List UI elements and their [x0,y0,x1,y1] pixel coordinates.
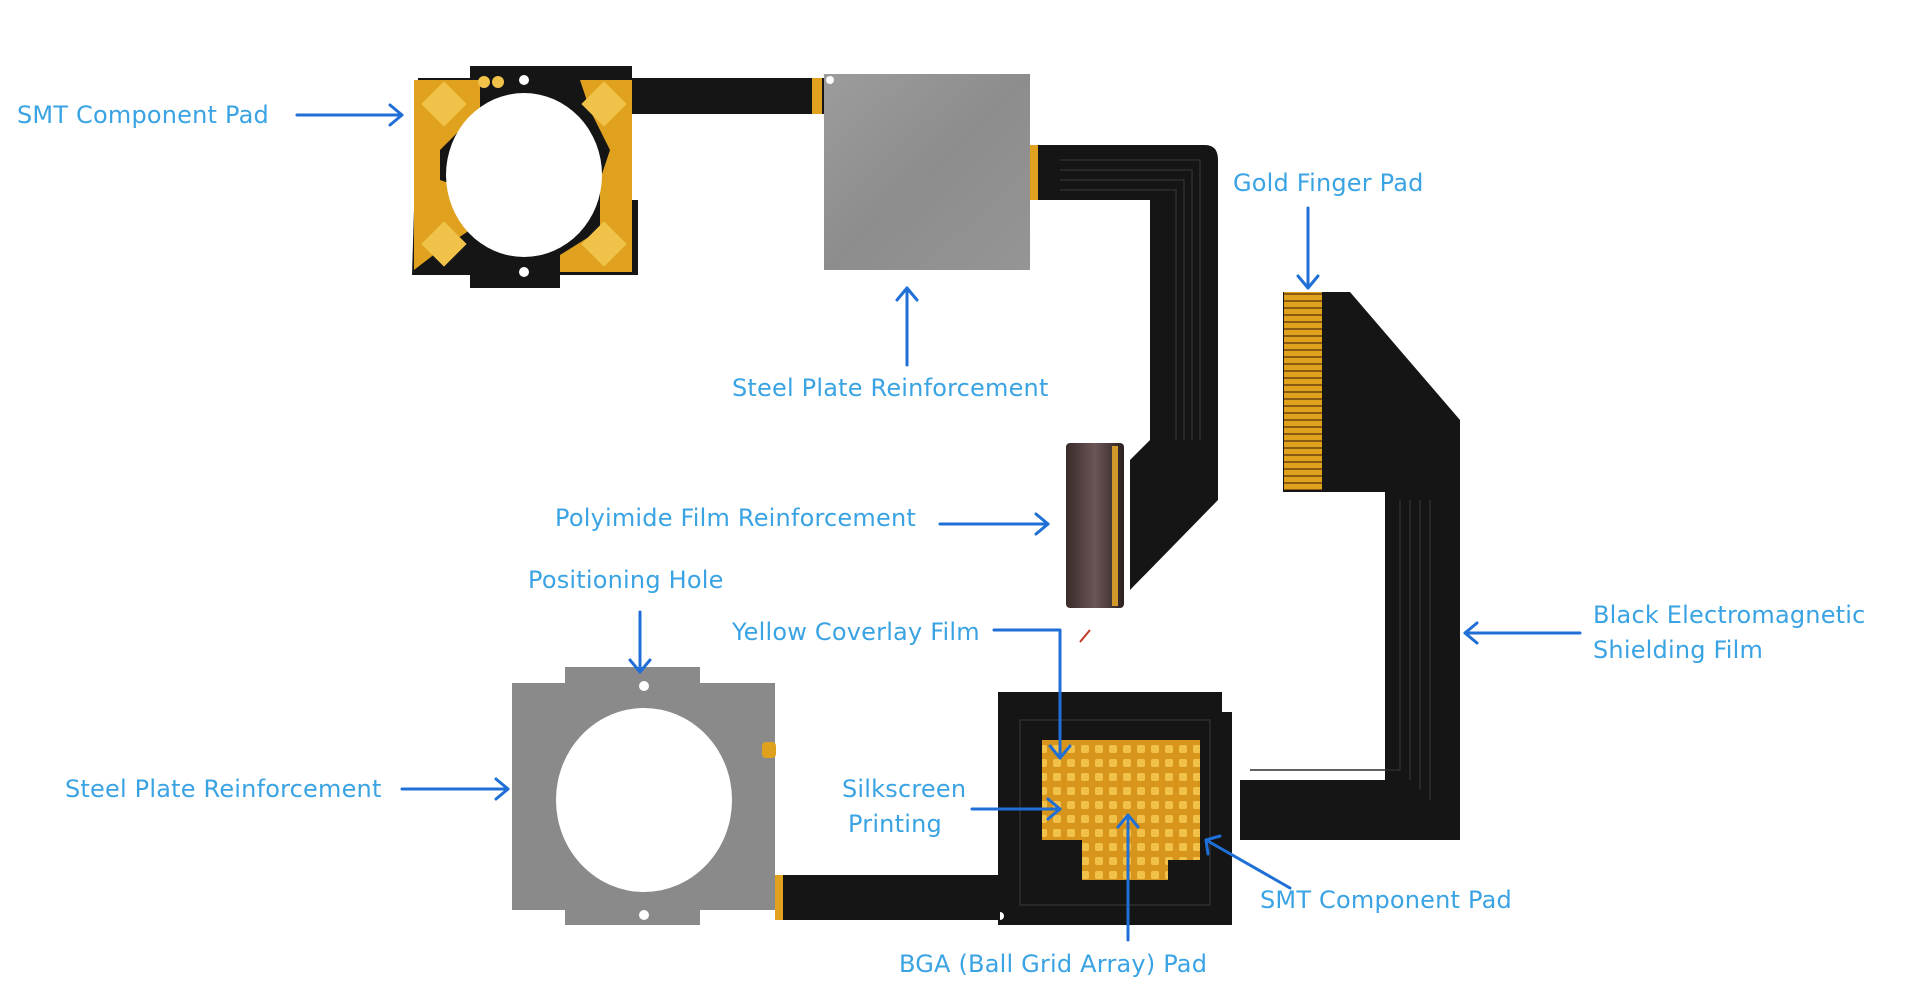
label-black-em-shielding-line2: Shielding Film [1593,636,1764,664]
label-steel-plate-reinforcement-top: Steel Plate Reinforcement [732,374,1049,402]
label-silkscreen-printing-line2: Printing [848,810,942,838]
gold-finger-part [1240,292,1460,840]
label-positioning-hole: Positioning Hole [528,566,724,594]
label-black-em-shielding-line1: Black Electromagnetic [1593,601,1866,629]
arrow-down-icon [1296,274,1320,290]
steel-plate-bottom [512,667,776,925]
bga-block [996,692,1232,925]
arrow-down-icon [1048,744,1072,760]
label-bga-pad: BGA (Ball Grid Array) Pad [899,950,1208,978]
arrow-down-icon [628,658,652,674]
steel-plate-top [824,74,1030,270]
arrow-up-icon [1116,813,1140,829]
arrow-right-icon [1046,797,1062,821]
flex-strip-bottom [775,875,1000,920]
flex-strip-top [620,78,830,114]
arrow-up-left-icon [1204,838,1292,890]
stray-mark-icon [1079,629,1091,643]
arrow-left-icon [1463,621,1479,645]
flex-route-right [1030,145,1218,590]
smt-pad-board-top [412,66,638,288]
arrow-up-left-icon [1204,834,1222,856]
label-steel-plate-reinforcement-bottom: Steel Plate Reinforcement [65,775,382,803]
label-smt-component-pad-bottom: SMT Component Pad [1260,886,1512,914]
arrow-up-icon [895,286,919,302]
annotation-arrows [295,103,1582,942]
arrow-right-icon [388,103,404,127]
label-polyimide-film-reinforcement: Polyimide Film Reinforcement [555,504,916,532]
label-silkscreen-printing-line1: Silkscreen [842,775,967,803]
label-yellow-coverlay-film: Yellow Coverlay Film [732,618,980,646]
arrow-down-icon [992,628,1062,760]
label-gold-finger-pad: Gold Finger Pad [1233,169,1424,197]
arrow-right-icon [1034,512,1050,536]
label-smt-component-pad-top: SMT Component Pad [17,101,269,129]
arrow-right-icon [494,777,510,801]
polyimide-piece [1066,443,1124,608]
